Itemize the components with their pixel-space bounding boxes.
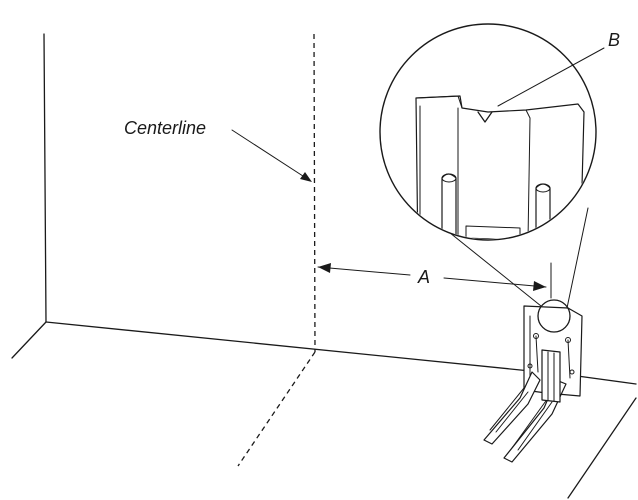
magnified-channel-base (465, 225, 521, 239)
centerline-leader (231, 129, 307, 179)
bracket-leg-left-rail (489, 387, 529, 433)
dimension-a: A (317, 262, 552, 299)
dimension-a-arrow-left (318, 263, 331, 273)
dimension-a-label: A (417, 267, 430, 287)
magnified-post-left (441, 173, 457, 239)
centerline-label: Centerline (124, 118, 206, 138)
notch-b (477, 111, 493, 123)
bracket-center-channel (541, 349, 561, 403)
room-outline (11, 33, 637, 499)
magnified-detail (379, 23, 597, 241)
bracket-post-top-left (533, 333, 539, 339)
b-label: B (608, 30, 620, 50)
centerline-marker (237, 33, 316, 467)
dimension-a-line-left (317, 266, 411, 276)
centerline-callout: Centerline (124, 118, 312, 182)
bracket-hole-1 (527, 363, 533, 369)
centerline-arrowhead (300, 172, 312, 182)
dimension-a-arrow-right (533, 281, 546, 291)
b-callout: B (497, 30, 620, 107)
detail-focus-circle (537, 299, 571, 333)
b-leader (497, 47, 605, 107)
bracket-leg-left (483, 371, 541, 445)
bracket-hole-2 (569, 369, 575, 375)
magnified-post-left-top (441, 173, 457, 183)
wall-floor-line (45, 321, 571, 376)
floor-front-edge (567, 397, 637, 499)
magnified-plate-top-left (415, 95, 463, 109)
floor-left-edge (11, 321, 47, 359)
magnified-fold-right (525, 109, 531, 239)
bracket-leg-right-rail (511, 397, 553, 451)
magnified-post-right (535, 183, 551, 239)
centerline-floor (237, 351, 316, 467)
wall-left-edge (43, 33, 47, 323)
zoom-line-right (566, 207, 589, 309)
centerline-wall (313, 33, 316, 353)
bracket-post-top-right (565, 337, 571, 343)
magnified-post-right-top (535, 183, 551, 193)
dimension-a-line-right (443, 277, 547, 288)
mounting-bracket (483, 299, 583, 463)
magnified-back-plate (415, 95, 585, 239)
